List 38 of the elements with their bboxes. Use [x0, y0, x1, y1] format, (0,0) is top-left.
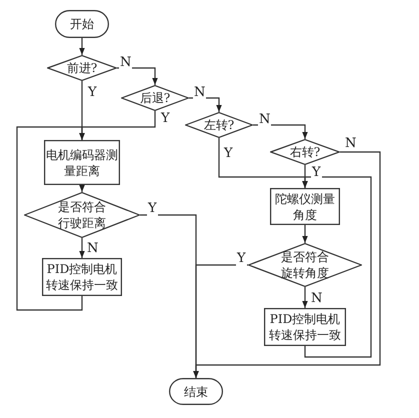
node-text: 右转?: [288, 144, 322, 160]
arrow: [302, 225, 308, 243]
arrow: [189, 97, 222, 112]
node-text: 前进?: [66, 60, 98, 76]
node-text: PID控制电机转速保持一致: [268, 311, 342, 343]
arrow: [79, 238, 85, 258]
decision-diamond: [47, 55, 117, 81]
node-text: 后退?: [138, 90, 172, 106]
arrow: [193, 151, 381, 378]
node-text: 电机编码器测量距离: [45, 146, 119, 178]
arrow: [79, 185, 85, 192]
edge-label: N: [119, 56, 132, 70]
node-text: 是否符合旋转角度: [280, 249, 330, 281]
node-text: PID控制电机转速保持一致: [45, 261, 119, 293]
arrow: [302, 287, 308, 308]
arrow: [117, 67, 158, 85]
edge-label: N: [193, 86, 206, 100]
node-text: 结束: [183, 384, 209, 400]
decision-diamond: [248, 243, 362, 287]
decision-diamond: [270, 139, 340, 165]
node-text: 开始: [69, 16, 95, 32]
process-box: [44, 140, 120, 185]
arrow: [253, 124, 308, 139]
node-text: 是否符合行驶距离: [57, 199, 107, 231]
edge-label: Y: [147, 202, 158, 216]
edge-label: Y: [236, 252, 247, 266]
terminal-shape: [169, 378, 223, 405]
node-text: 左转?: [202, 117, 236, 133]
decision-diamond: [185, 112, 253, 138]
arrow: [302, 176, 372, 358]
decision-diamond: [121, 85, 189, 111]
edge-label: Y: [311, 166, 322, 180]
arrow: [16, 126, 85, 311]
terminal-shape: [55, 10, 109, 38]
edge-label: N: [258, 113, 272, 127]
decision-diamond: [24, 192, 140, 238]
node-text: 陀螺仪测量角度: [274, 190, 336, 222]
arrow: [79, 38, 85, 55]
